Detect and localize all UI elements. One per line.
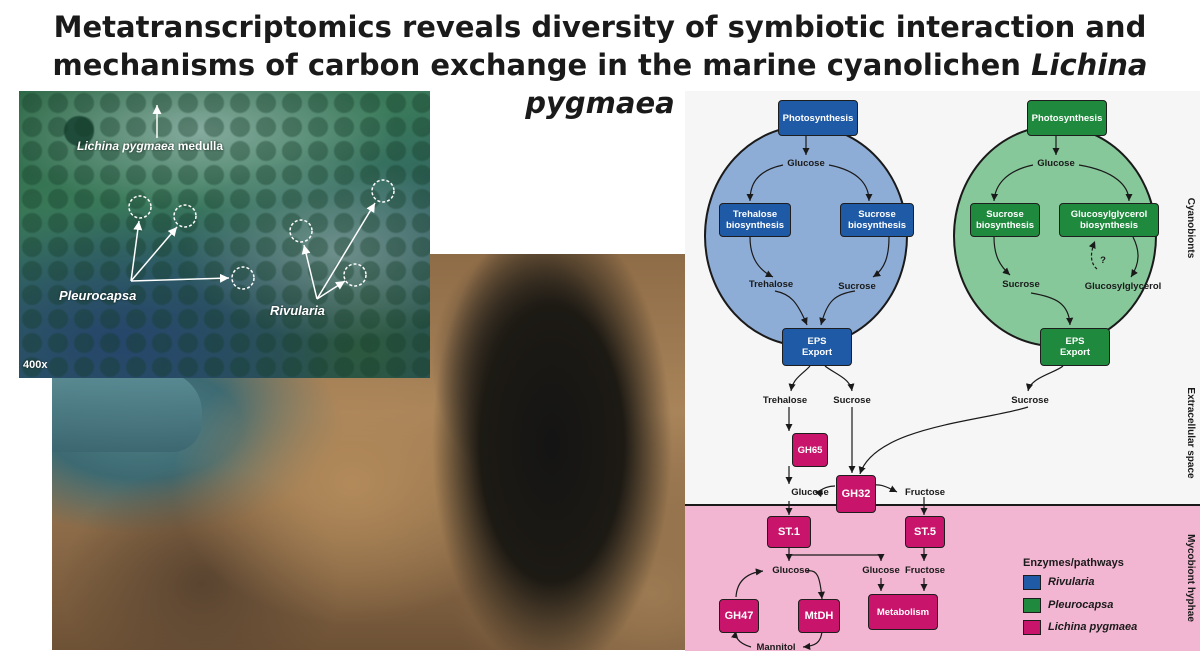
arrow-r-eps-sucrose: [1026, 365, 1064, 392]
legend-swatch-rivularia: [1023, 575, 1041, 590]
extracellular-glucose: Glucose: [791, 487, 829, 498]
rivularia-circle-2: [371, 179, 395, 203]
st5-transporter: ST.5: [905, 516, 945, 548]
arrow-r-sucrose: [993, 236, 1011, 276]
extracellular-sucrose-left: Sucrose: [833, 395, 871, 406]
page-title: Metatranscriptomics reveals diversity of…: [0, 8, 1200, 122]
legend-swatch-lichina: [1023, 620, 1041, 635]
mycobiont-fructose: Fructose: [904, 565, 946, 576]
title-line-1: Metatranscriptomics reveals diversity of…: [53, 10, 1147, 44]
mannitol: Mannitol: [756, 642, 796, 651]
medulla-label: Lichina pygmaea medulla: [77, 139, 223, 153]
rivularia-eps-export: EPS Export: [782, 328, 852, 366]
rivularia-sucrose: Sucrose: [838, 281, 876, 292]
gh47-enzyme: GH47: [719, 599, 759, 633]
arrow-eps-sucrose: [824, 365, 855, 392]
arrow-r-glucose-sucrose: [990, 164, 1034, 202]
title-species: Lichina pygmaea: [525, 48, 1148, 120]
rivularia-arrow-2: [316, 202, 376, 300]
pleurocapsa-sucrose: Sucrose: [1002, 279, 1040, 290]
pleurocapsa-photosynthesis: Photosynthesis: [1027, 100, 1107, 136]
arrow-l-trehalose: [749, 236, 774, 278]
rivularia-arrow-1: [301, 244, 318, 300]
gh32-enzyme: GH32: [836, 475, 876, 513]
rivularia-label: Rivularia: [270, 303, 325, 318]
arrow-r-sucrose-eps: [1030, 292, 1074, 326]
pleurocapsa-circle-3: [231, 266, 255, 290]
micrograph-annotations: [128, 105, 395, 300]
extracellular-sucrose-right: Sucrose: [1011, 395, 1049, 406]
extracellular-fructose: Fructose: [904, 487, 946, 498]
arrow-sucrose-right-gh32: [858, 406, 1029, 475]
pleurocapsa-arrow-3: [130, 273, 230, 283]
arrow-glucose-mtdh: [806, 570, 825, 600]
arrow-r-gg-dashed: [1088, 240, 1098, 270]
arrow-mtdh-mannitol: [802, 630, 823, 650]
legend-label-lichina: Lichina pygmaea: [1048, 621, 1138, 633]
mtdh-enzyme: MtDH: [798, 599, 840, 633]
pleurocapsa-arrow-1: [130, 220, 143, 282]
trehalose-biosynthesis: Trehalose biosynthesis: [719, 203, 791, 237]
rivularia-sucrose-biosynthesis: Sucrose biosynthesis: [840, 203, 914, 237]
side-label-cyanobionts: Cyanobionts: [1185, 197, 1196, 259]
arrow-r-glucose-gg: [1078, 164, 1133, 202]
legend-label-rivularia: Rivularia: [1048, 576, 1095, 588]
cell-texture: [19, 91, 430, 378]
arrow-gh47-glucose: [735, 568, 764, 598]
legend-label-pleurocapsa: Pleurocapsa: [1048, 599, 1114, 611]
rivularia-arrow-3: [316, 280, 346, 300]
pleurocapsa-glucose: Glucose: [1037, 158, 1075, 169]
arrow-l-sucrose: [872, 236, 890, 278]
st1-transporter: ST.1: [767, 516, 811, 548]
side-label-extracellular: Extracellular space: [1185, 387, 1196, 479]
title-line-2: mechanisms of carbon exchange in the mar…: [52, 48, 1032, 82]
rivularia-photosynthesis: Photosynthesis: [778, 100, 858, 136]
rivularia-glucose: Glucose: [787, 158, 825, 169]
glucosylglycerol: Glucosylglycerol: [1084, 281, 1162, 292]
mycobiont-glucose-left: Glucose: [772, 565, 810, 576]
pleurocapsa-eps-export: EPS Export: [1040, 328, 1110, 366]
arrow-l-glucose-sucrose: [828, 164, 873, 202]
pleurocapsa-circle-2: [173, 204, 197, 228]
glucosylglycerol-biosynthesis: Glucosylglycerol biosynthesis: [1059, 203, 1159, 237]
arrow-l-glucose-trehalose: [746, 164, 784, 202]
arrow-st1-glucose-mid: [789, 553, 885, 561]
arrow-eps-trehalose: [788, 365, 811, 392]
micrograph-photo: Lichina pygmaea medulla Pleurocapsa Rivu…: [19, 91, 430, 378]
sea-water: [52, 372, 202, 452]
rivularia-circle-3: [343, 263, 367, 287]
pleurocapsa-arrow-2: [130, 226, 178, 282]
arrow-l-trehalose-eps: [774, 290, 808, 326]
legend-title: Enzymes/pathways: [1023, 557, 1124, 569]
gh65-enzyme: GH65: [792, 433, 828, 467]
arrow-gh32-glucose: [814, 485, 836, 498]
question-mark: ?: [1100, 255, 1106, 266]
mycobiont-glucose-mid: Glucose: [862, 565, 900, 576]
extracellular-trehalose: Trehalose: [762, 395, 808, 406]
legend-swatch-pleurocapsa: [1023, 598, 1041, 613]
pleurocapsa-label: Pleurocapsa: [59, 288, 137, 303]
metabolism: Metabolism: [868, 594, 938, 630]
medulla-label-species: Lichina pygmaea: [77, 139, 175, 153]
pleurocapsa-sucrose-biosynthesis: Sucrose biosynthesis: [970, 203, 1040, 237]
rivularia-circle-1: [289, 219, 313, 243]
pleurocapsa-circle-1: [128, 195, 152, 219]
magnification-label: 400x: [23, 359, 48, 371]
side-label-mycobiont: Mycobiont hyphae: [1185, 534, 1196, 622]
arrow-r-gg: [1130, 236, 1139, 278]
arrow-l-sucrose-eps: [819, 290, 856, 326]
medulla-label-suffix: medulla: [174, 139, 224, 153]
carbon-exchange-diagram: Photosynthesis Glucose Trehalose biosynt…: [685, 91, 1200, 651]
rivularia-trehalose: Trehalose: [748, 279, 794, 290]
